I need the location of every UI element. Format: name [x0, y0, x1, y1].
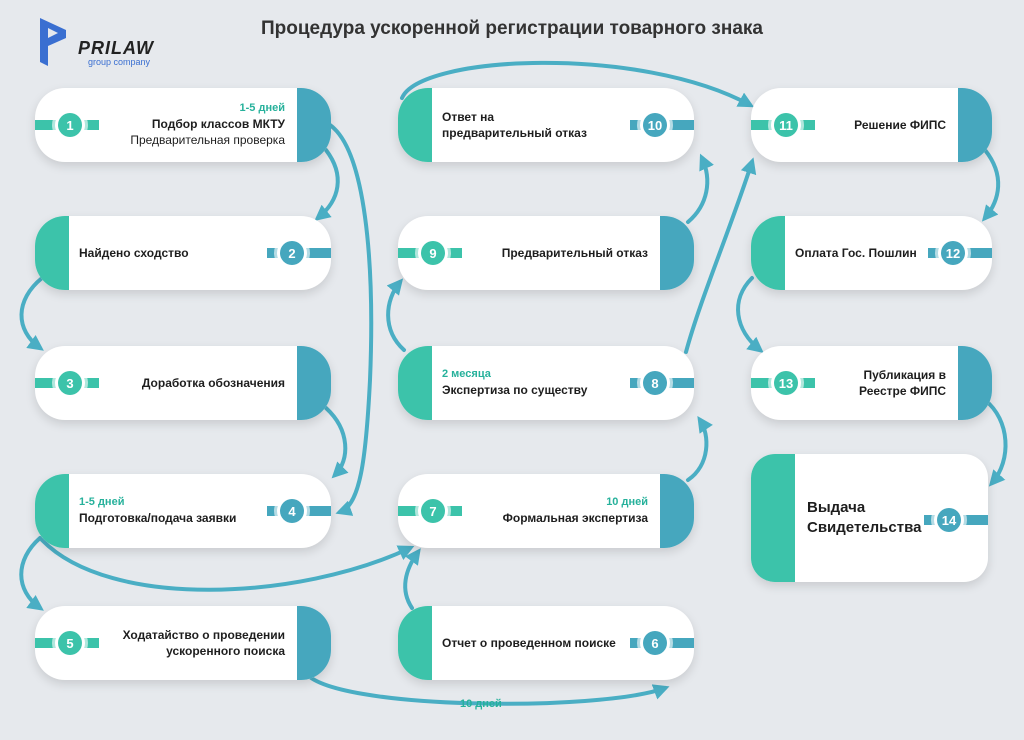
card-cap — [958, 346, 992, 420]
step-badge-7: 7 — [398, 496, 462, 526]
step-name: Выдача Свидетельства — [807, 498, 922, 536]
step-number: 1 — [58, 113, 82, 137]
step-number: 8 — [643, 371, 667, 395]
step-name: Экспертиза по существу — [442, 383, 588, 398]
step-duration: 1-5 дней — [239, 102, 285, 115]
card-cap — [751, 454, 795, 582]
step-badge-9: 9 — [398, 238, 462, 268]
step-card-14: Выдача Свидетельства — [751, 454, 988, 582]
card-text: 10 дней Формальная экспертиза — [478, 474, 648, 548]
step-duration: 10 дней — [606, 496, 648, 509]
card-text: Выдача Свидетельства — [807, 454, 922, 582]
step-badge-11: 11 — [751, 110, 815, 140]
step-badge-4: 4 — [267, 496, 331, 526]
step-card-1: 1-5 дней Подбор классов МКТУ Предварител… — [35, 88, 331, 162]
step-number: 2 — [280, 241, 304, 265]
step-duration: 1-5 дней — [79, 496, 125, 509]
step-number: 9 — [421, 241, 445, 265]
card-text: Доработка обозначения — [115, 346, 285, 420]
arrow-9-10 — [686, 153, 714, 224]
arrow-4-5 — [19, 536, 44, 611]
card-text: Ответ на предварительный отказ — [442, 88, 614, 162]
arrow-1-4 — [328, 123, 374, 516]
step-badge-2: 2 — [267, 238, 331, 268]
card-text: Решение ФИПС — [831, 88, 946, 162]
step-number: 5 — [58, 631, 82, 655]
step-name: Предварительный отказ — [501, 245, 648, 260]
step-number: 11 — [774, 113, 798, 137]
step-name: Доработка обозначения — [141, 375, 285, 390]
card-cap — [751, 216, 785, 290]
card-text: 1-5 дней Подбор классов МКТУ Предварител… — [115, 88, 285, 162]
step-number: 10 — [643, 113, 667, 137]
card-cap — [35, 216, 69, 290]
step-name: Найдено сходство — [79, 245, 189, 260]
card-text: Отчет о проведенном поиске — [442, 606, 624, 680]
arrow-8-9 — [386, 278, 406, 352]
card-cap — [660, 216, 694, 290]
card-text: Предварительный отказ — [478, 216, 648, 290]
card-text: Оплата Гос. Пошлин — [795, 216, 922, 290]
card-cap — [297, 346, 331, 420]
step-name: Формальная экспертиза — [502, 511, 648, 526]
step-name: Публикация в Реестре ФИПС — [859, 367, 946, 398]
step-card-13: Публикация в Реестре ФИПС — [751, 346, 992, 420]
step-badge-5: 5 — [35, 628, 99, 658]
step-name: Подготовка/подача заявки — [79, 511, 237, 526]
card-text: Найдено сходство — [79, 216, 251, 290]
card-cap — [398, 346, 432, 420]
card-cap — [660, 474, 694, 548]
step-number: 4 — [280, 499, 304, 523]
logo-word: PRILAW — [78, 38, 154, 58]
card-cap — [35, 474, 69, 548]
step-number: 6 — [643, 631, 667, 655]
step-badge-6: 6 — [630, 628, 694, 658]
card-cap — [297, 88, 331, 162]
step-name: Решение ФИПС — [854, 117, 946, 132]
step-name: Оплата Гос. Пошлин — [795, 245, 917, 260]
step-badge-1: 1 — [35, 110, 99, 140]
step-badge-14: 14 — [924, 505, 988, 535]
step-name: Ответ на предварительный отказ — [442, 109, 587, 140]
card-text: Ходатайство о проведении ускоренного пои… — [115, 606, 285, 680]
step-name: Ходатайство о проведении ускоренного пои… — [122, 627, 285, 658]
step-duration: 2 месяца — [442, 368, 491, 381]
logo: PRILAW group company — [36, 16, 166, 72]
step-badge-13: 13 — [751, 368, 815, 398]
step-name: Отчет о проведенном поиске — [442, 635, 616, 650]
step-badge-3: 3 — [35, 368, 99, 398]
page-title: Процедура ускоренной регистрации товарно… — [261, 18, 763, 39]
step-number: 7 — [421, 499, 445, 523]
card-text: 2 месяца Экспертиза по существу — [442, 346, 614, 420]
card-cap — [958, 88, 992, 162]
logo-subtitle: group company — [88, 57, 151, 67]
step-number: 3 — [58, 371, 82, 395]
step-number: 13 — [774, 371, 798, 395]
arrow-6-7 — [403, 548, 421, 610]
logo-mark-icon — [40, 18, 66, 66]
card-text: Публикация в Реестре ФИПС — [831, 346, 946, 420]
arrow-8-11 — [684, 157, 757, 354]
step-badge-12: 12 — [928, 238, 992, 268]
step-name: Подбор классов МКТУ — [151, 117, 285, 132]
step-card-6: Отчет о проведенном поиске — [398, 606, 694, 680]
step-number: 14 — [937, 508, 961, 532]
card-cap — [297, 606, 331, 680]
card-text: 1-5 дней Подготовка/подача заявки — [79, 474, 251, 548]
step-badge-8: 8 — [630, 368, 694, 398]
arrow-7-8 — [686, 416, 713, 482]
arrow-5-6-duration: 10 дней — [460, 698, 502, 710]
step-extra: Предварительная проверка — [130, 133, 285, 148]
step-number: 12 — [941, 241, 965, 265]
card-cap — [398, 606, 432, 680]
step-badge-10: 10 — [630, 110, 694, 140]
card-cap — [398, 88, 432, 162]
